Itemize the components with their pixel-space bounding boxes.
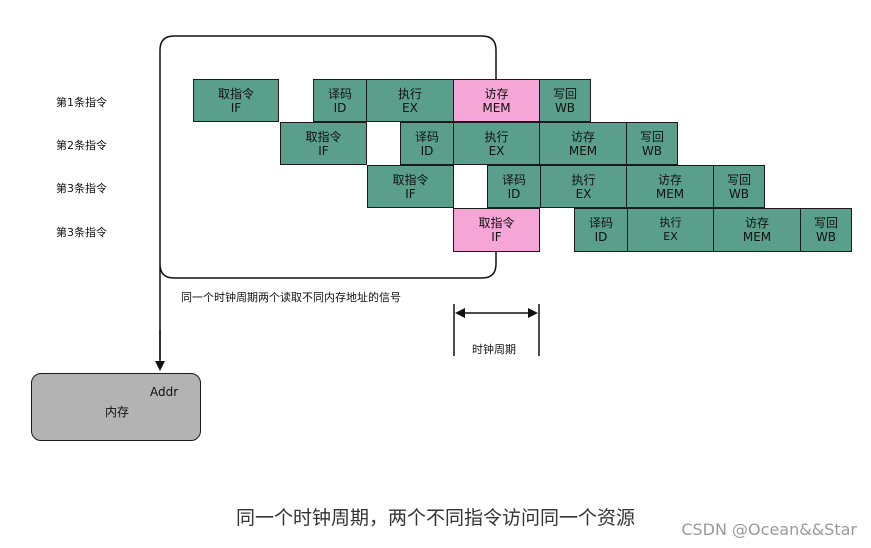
row-label-4: 第3条指令 <box>56 226 107 239</box>
memory-label: 内存 <box>105 405 130 419</box>
row-label-2: 第2条指令 <box>56 139 107 152</box>
memory-addr-port: Addr <box>150 385 179 399</box>
watermark: CSDN @Ocean&&Star <box>681 520 857 539</box>
signal-note: 同一个时钟周期两个读取不同内存地址的信号 <box>181 291 401 304</box>
row-label-3: 第3条指令 <box>56 182 107 195</box>
row-label-1: 第1条指令 <box>56 96 107 109</box>
memory-block: Addr 内存 <box>31 373 201 441</box>
clock-cycle-label: 时钟周期 <box>472 343 516 356</box>
figure-caption: 同一个时钟周期，两个不同指令访问同一个资源 <box>235 507 635 529</box>
